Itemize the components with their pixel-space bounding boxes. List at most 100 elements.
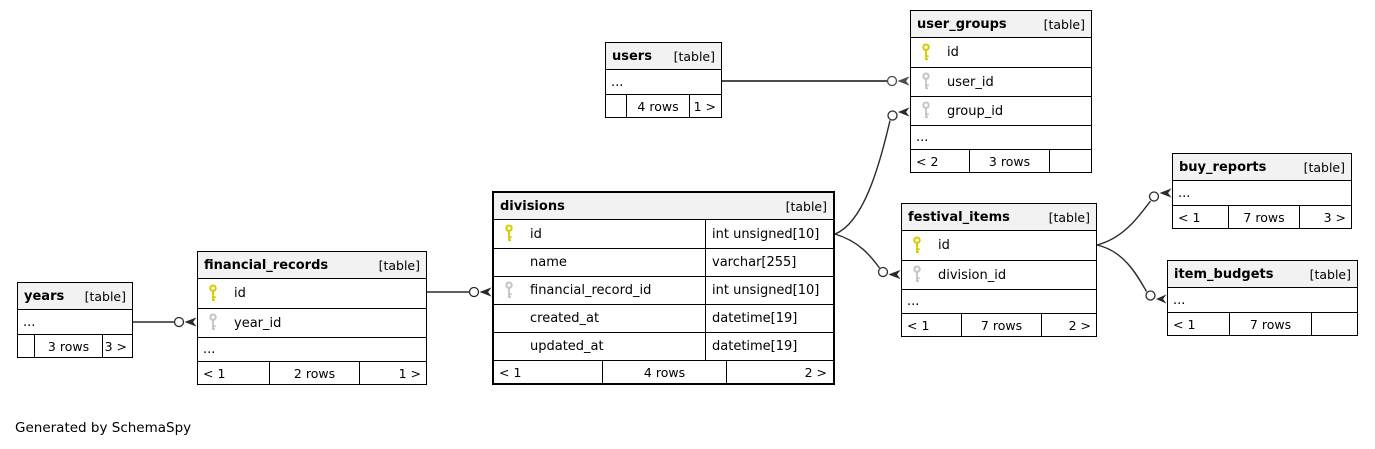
column-name: ... [23,314,36,330]
column-name: id [530,226,542,242]
column-row-group-id: group_id [911,96,1091,125]
table-header[interactable]: years [table] [18,283,132,310]
foreign-key-icon [504,280,514,301]
table-tag: [table] [1309,266,1351,282]
footer-parent-count: < 1 [1173,316,1196,332]
column-name: user_id [947,74,994,90]
table-footer: < 1 7 rows 3 > [1173,205,1351,228]
table-name[interactable]: financial_records [204,257,329,273]
table-header[interactable]: festival_items [table] [902,204,1096,231]
table-name[interactable]: festival_items [908,209,1010,225]
column-row-year-id: year_id [198,308,426,337]
footer-row-count: 2 rows [269,362,359,384]
table-name[interactable]: users [612,48,652,64]
footer-parent-count: < 1 [1178,209,1201,225]
footer-child-count [1049,150,1091,172]
table-tag: [table] [673,48,715,64]
table-header[interactable]: buy_reports [table] [1173,154,1351,181]
table-columns: id user_id group_id ... [911,38,1091,149]
column-row-more: ... [911,125,1091,149]
table-header[interactable]: financial_records [table] [198,252,426,279]
foreign-key-icon [921,101,931,121]
table-columns: ... [1173,181,1351,205]
table-footer: < 1 4 rows 2 > [494,360,833,383]
column-row-id: id [911,38,1091,67]
table-header[interactable]: item_budgets [table] [1168,261,1357,288]
relationship-divisions-id-to-festival-items-division-id [834,233,901,280]
footer-row-count: 4 rows [602,361,726,383]
column-name: ... [907,294,920,309]
table-tag: [table] [378,257,420,273]
column-row-user-id: user_id [911,67,1091,96]
table-card-financial-records[interactable]: financial_records [table] id year_id ...… [197,251,427,385]
table-card-divisions[interactable]: divisions [table] id int unsigned[10] na… [492,191,835,385]
table-tag: [table] [785,198,827,214]
column-row-id: id int unsigned[10] [494,220,833,248]
table-tag: [table] [84,288,126,304]
column-name: ... [1178,185,1191,201]
primary-key-icon [921,42,931,63]
table-card-user-groups[interactable]: user_groups [table] id user_id group_id … [910,10,1092,173]
column-name: created_at [530,311,600,326]
footer-row-count: 7 rows [1228,206,1299,228]
footer-child-count: 3 > [1299,206,1351,228]
table-footer: < 2 3 rows [911,149,1091,172]
footer-parent-count: < 2 [916,153,939,169]
footer-child-count: 1 > [689,95,721,117]
table-card-buy-reports[interactable]: buy_reports [table] ... < 1 7 rows 3 > [1172,153,1352,229]
column-name: ... [1173,292,1186,308]
column-row-name: name varchar[255] [494,248,833,276]
column-name: updated_at [530,339,604,354]
primary-key-icon [208,283,218,304]
column-row-more: ... [198,337,426,361]
column-name: name [530,255,567,270]
table-columns: ... [1168,288,1357,312]
column-row-more: ... [18,310,132,334]
column-row-id: id [902,231,1096,260]
foreign-key-icon [912,265,922,285]
footer-child-count: 1 > [359,362,426,384]
table-name[interactable]: years [24,288,65,304]
column-name: ... [611,74,624,90]
column-name: id [234,286,246,301]
table-card-years[interactable]: years [table] ... 3 rows 3 > [17,282,133,358]
table-columns: id year_id ... [198,279,426,361]
column-type: int unsigned[10] [705,220,833,248]
table-name[interactable]: buy_reports [1179,159,1267,175]
column-row-more: ... [606,70,721,94]
table-tag: [table] [1043,16,1085,32]
column-row-id: id [198,279,426,308]
relationship-users-to-user-groups-user-id [722,75,910,87]
column-name: ... [916,130,929,145]
foreign-key-icon [208,313,218,333]
table-header[interactable]: users [table] [606,43,721,70]
column-name: division_id [938,267,1007,283]
table-columns: ... [18,310,132,334]
table-header[interactable]: divisions [table] [494,193,833,220]
footer-parent-count: < 1 [499,364,522,380]
footer-parent-count [606,95,626,117]
footer-child-count: 2 > [726,361,832,383]
footer-row-count: 7 rows [1229,313,1311,335]
table-name[interactable]: item_budgets [1174,266,1274,282]
column-type: int unsigned[10] [705,277,833,304]
table-header[interactable]: user_groups [table] [911,11,1091,38]
table-columns: id int unsigned[10] name varchar[255] fi… [494,220,833,360]
table-card-festival-items[interactable]: festival_items [table] id division_id ..… [901,203,1097,337]
footer-parent-count: < 1 [907,317,930,333]
relationship-divisions-id-to-user-groups-group-id [834,107,910,235]
table-footer: 4 rows 1 > [606,94,721,117]
primary-key-icon [504,224,514,244]
table-tag: [table] [1048,209,1090,225]
column-name: id [938,238,950,253]
table-name[interactable]: divisions [500,198,565,214]
footer-row-count: 3 rows [969,150,1049,172]
footer-row-count: 7 rows [961,314,1041,336]
table-name[interactable]: user_groups [917,16,1007,32]
column-type: datetime[19] [705,305,833,332]
table-card-users[interactable]: users [table] ... 4 rows 1 > [605,42,722,118]
footer-row-count: 3 rows [34,335,102,357]
table-card-item-budgets[interactable]: item_budgets [table] ... < 1 7 rows [1167,260,1358,336]
column-row-more: ... [902,289,1096,313]
